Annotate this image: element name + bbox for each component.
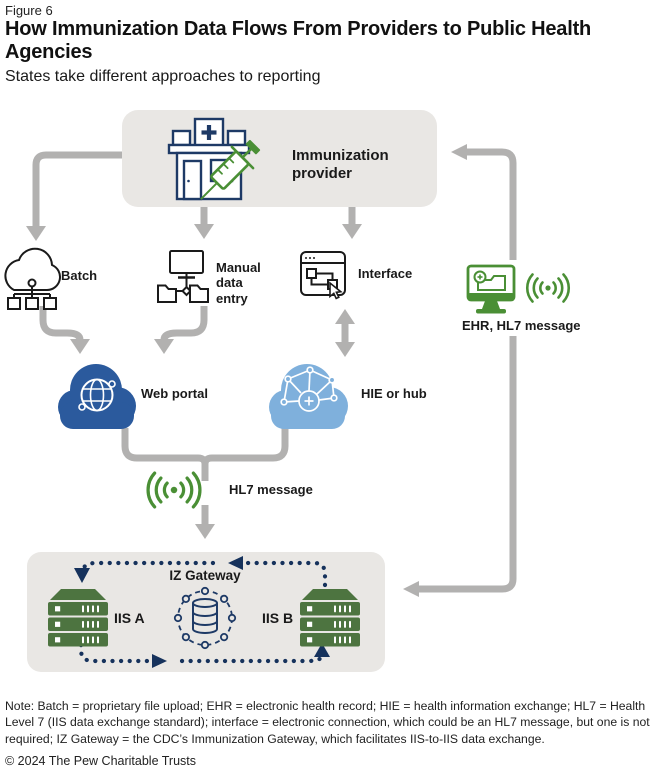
diagram-arrows	[26, 144, 517, 597]
arrow-provider-to-batch	[26, 151, 122, 241]
hl7-message-label: HL7 message	[229, 482, 313, 497]
iz-gateway-icon	[173, 586, 237, 650]
batch-cloud-icon	[4, 247, 61, 310]
provider-label: Immunization provider	[292, 147, 389, 182]
syringe-icon	[200, 139, 261, 200]
figure-footer: Note: Batch = proprietary file upload; E…	[5, 698, 650, 768]
arrow-clouds-merge-to-iis	[121, 428, 289, 539]
iis-exchange-dotted-loop	[78, 560, 328, 664]
arrow-ehr-to-provider	[451, 144, 517, 260]
hie-label: HIE or hub	[361, 386, 427, 401]
arrow-batch-to-webportal	[39, 306, 90, 354]
hie-cloud-icon	[269, 364, 348, 429]
web-portal-label: Web portal	[141, 386, 208, 401]
copyright: © 2024 The Pew Charitable Trusts	[5, 754, 197, 769]
figure-title: How Immunization Data Flows From Provide…	[5, 18, 592, 64]
iis-a-label: IIS A	[114, 610, 145, 626]
manual-entry-icon	[157, 250, 209, 303]
web-portal-cloud-icon	[58, 364, 136, 429]
signal-icon-ehr	[525, 273, 571, 303]
interface-label: Interface	[358, 266, 413, 281]
globe-icon	[78, 378, 116, 412]
arrow-manual-to-webportal	[154, 306, 208, 354]
iis-b-label: IIS B	[262, 610, 294, 626]
manual-entry-label: Manual data entry	[216, 260, 261, 306]
batch-label: Batch	[61, 268, 98, 283]
ehr-hl7-label: EHR, HL7 message	[462, 318, 581, 333]
iis-exchange-arrowheads	[74, 556, 330, 668]
network-cross-icon	[280, 366, 338, 412]
arrow-provider-to-manual	[194, 207, 214, 239]
arrow-interface-hie-bidirectional	[335, 309, 355, 357]
arrow-ehr-to-iis	[403, 336, 517, 597]
cursor-icon	[329, 281, 343, 300]
signal-icon-hl7	[146, 471, 202, 509]
figure-note: Note: Batch = proprietary file upload; E…	[5, 699, 650, 746]
arrow-provider-to-interface	[342, 207, 362, 239]
ehr-monitor-icon	[466, 264, 516, 314]
figure-label: Figure 6	[5, 3, 53, 18]
figure-subtitle: States take different approaches to repo…	[5, 68, 321, 85]
server-stack-iis-a	[48, 589, 108, 647]
server-stack-iis-b	[300, 589, 360, 647]
iz-gateway-label: IZ Gateway	[169, 568, 241, 583]
interface-window-icon	[300, 251, 346, 300]
